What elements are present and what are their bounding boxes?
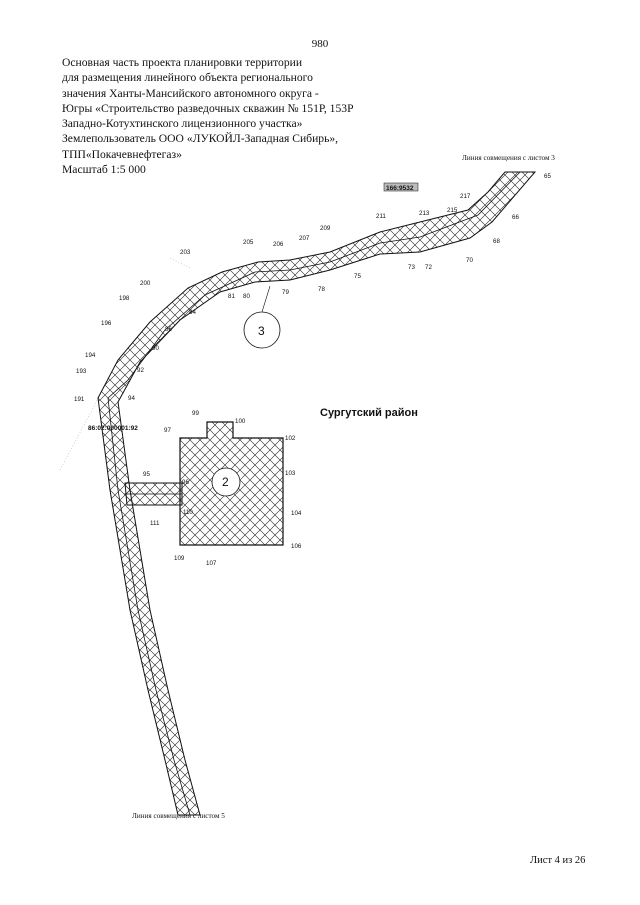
point-label: 194 — [85, 352, 96, 359]
dotted-guide-line — [59, 394, 101, 471]
cadastral-number-top: 166:9532 — [386, 185, 414, 192]
point-label: 68 — [493, 238, 500, 245]
match-line-bottom: Линия совмещения с листом 5 — [132, 812, 225, 820]
point-label: 70 — [466, 257, 473, 264]
point-label: 84 — [189, 309, 196, 316]
point-label: 200 — [140, 280, 151, 287]
header-line: значения Ханты-Мансийского автономного о… — [62, 86, 319, 100]
point-label: 191 — [74, 396, 85, 403]
corridor-strip — [97, 171, 537, 816]
cadastral-number-left: 86:02:000001:92 — [88, 425, 138, 432]
point-label: 205 — [243, 239, 254, 246]
point-label: 75 — [354, 273, 361, 280]
point-label: 206 — [273, 241, 284, 248]
cadastral-box — [383, 182, 419, 192]
header-line: Западно-Котухтинского лицензионного учас… — [62, 117, 303, 131]
point-label: 103 — [285, 470, 296, 477]
point-label: 86 — [165, 326, 172, 333]
point-label: 96 — [182, 479, 189, 486]
point-label: 217 — [460, 193, 471, 200]
point-label: 78 — [318, 286, 325, 293]
point-label: 207 — [299, 235, 310, 242]
zone-3-leader — [261, 285, 271, 313]
point-label: 193 — [76, 368, 87, 375]
header-line: для размещения линейного объекта региона… — [62, 71, 313, 85]
point-label: 211 — [376, 213, 386, 220]
point-label: 80 — [243, 293, 250, 300]
corridor-centerline — [107, 171, 521, 816]
point-label: 111 — [150, 520, 160, 527]
point-label: 213 — [419, 210, 430, 217]
sheet-number: Лист 4 из 26 — [530, 855, 586, 866]
point-label: 79 — [282, 289, 289, 296]
header-line: ТПП«Покачевнефтегаз» — [62, 147, 182, 161]
zone-2-marker — [211, 467, 241, 497]
point-label: 90 — [152, 345, 159, 352]
point-label: 81 — [228, 293, 235, 300]
point-label: 209 — [320, 225, 331, 232]
point-label: 215 — [447, 207, 458, 214]
point-label: 65 — [544, 173, 551, 180]
zone-2-label: 2 — [222, 475, 229, 489]
point-label: 203 — [180, 249, 191, 256]
match-line-top: Линия совмещения с листом 3 — [462, 154, 555, 162]
point-label: 66 — [512, 214, 519, 221]
header-line: Землепользователь ООО «ЛУКОЙЛ-Западная С… — [62, 132, 339, 146]
point-label: 104 — [291, 510, 302, 517]
point-label: 102 — [285, 435, 296, 442]
header-line: Основная часть проекта планировки террит… — [62, 56, 303, 69]
point-label: 94 — [128, 395, 135, 402]
map-scale: Масштаб 1:5 000 — [62, 163, 146, 177]
dotted-guide-line — [169, 257, 191, 269]
point-label: 92 — [137, 367, 144, 374]
point-label: 107 — [206, 560, 217, 567]
header-line: Югры «Строительство разведочных скважин … — [62, 101, 354, 115]
point-label: 100 — [235, 418, 246, 425]
point-label: 73 — [408, 264, 415, 271]
page-number: 980 — [311, 38, 329, 50]
point-label: 110 — [183, 509, 193, 516]
point-label: 72 — [425, 264, 432, 271]
point-label: 109 — [174, 555, 185, 562]
district-label: Сургутский район — [320, 407, 418, 419]
document-header: Основная часть проекта планировки террит… — [62, 55, 442, 177]
point-label: 97 — [164, 427, 171, 434]
point-label: 106 — [291, 543, 302, 550]
point-label: 198 — [119, 295, 130, 302]
point-label: 196 — [101, 320, 112, 327]
zone-3-label: 3 — [258, 324, 265, 338]
point-label: 99 — [192, 410, 199, 417]
point-label: 95 — [143, 471, 150, 478]
